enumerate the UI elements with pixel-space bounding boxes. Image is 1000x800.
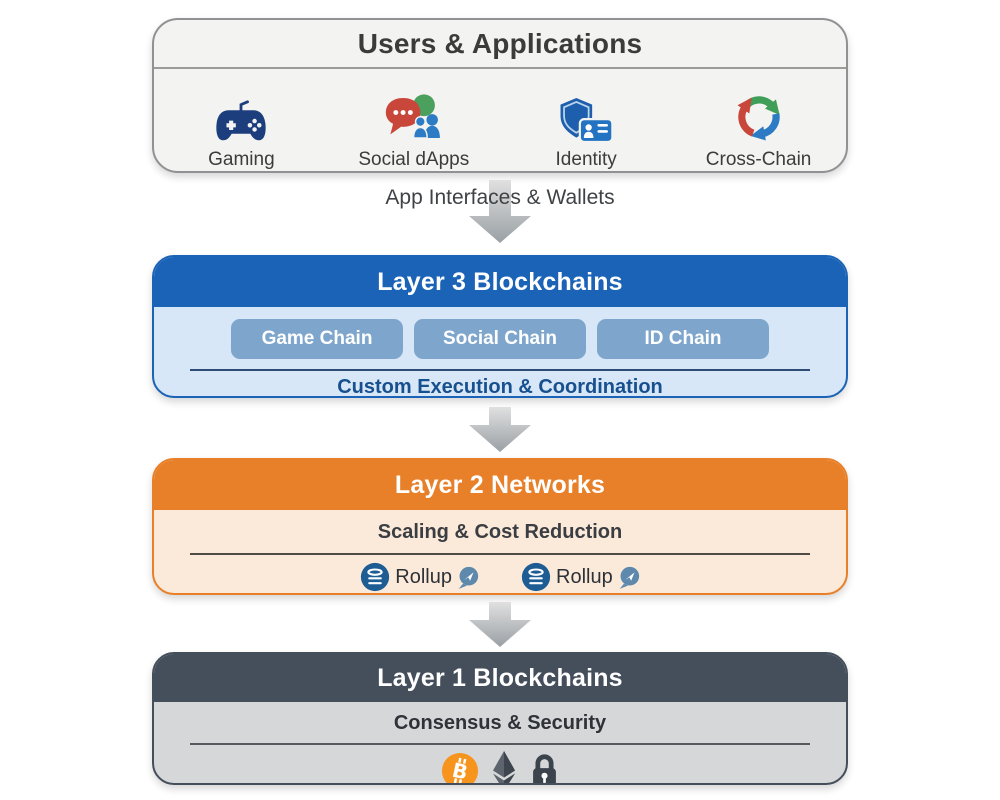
layer3-chip-row: Game Chain Social Chain ID Chain — [154, 319, 846, 359]
down-arrow-icon — [0, 602, 1000, 648]
rollup-item: Rollup — [360, 562, 479, 592]
users-icon-row: Gaming Social dApps — [154, 69, 846, 171]
layer3-title: Layer 3 Blockchains — [154, 257, 846, 307]
rollup-send-icon — [618, 565, 640, 589]
chip-social-chain: Social Chain — [414, 319, 586, 359]
layer1-title: Layer 1 Blockchains — [154, 654, 846, 702]
layer1-box: Layer 1 Blockchains Consensus & Security… — [152, 652, 848, 785]
users-item-label: Cross-Chain — [705, 149, 812, 170]
users-item-gaming: Gaming — [156, 84, 326, 171]
identity-shield-icon — [557, 84, 615, 144]
rollup-stack-icon — [360, 562, 390, 592]
layer3-box: Layer 3 Blockchains Game Chain Social Ch… — [152, 255, 848, 398]
chip-id-chain: ID Chain — [597, 319, 769, 359]
bitcoin-icon: B — [441, 752, 479, 785]
rollup-label: Rollup — [556, 565, 613, 588]
down-arrow-icon — [0, 407, 1000, 453]
layer2-box: Layer 2 Networks Scaling & Cost Reductio… — [152, 458, 848, 595]
users-item-social-dapps: Social dApps — [329, 84, 499, 171]
down-arrow-icon — [0, 180, 1000, 244]
gamepad-icon — [210, 84, 272, 144]
rollup-stack-icon — [521, 562, 551, 592]
users-item-label: Gaming — [208, 149, 275, 170]
layer3-caption: Custom Execution & Coordination — [337, 376, 663, 398]
lock-icon — [529, 752, 560, 783]
users-item-label: Identity — [555, 149, 617, 170]
rollup-send-icon — [457, 565, 479, 589]
ethereum-icon — [491, 750, 517, 783]
users-applications-title: Users & Applications — [154, 20, 846, 69]
layer3-divider — [190, 369, 810, 371]
rollup-item: Rollup — [521, 562, 640, 592]
users-item-cross-chain: Cross-Chain — [674, 84, 844, 171]
users-item-label: Social dApps — [358, 149, 470, 170]
layer1-icon-row: B — [154, 750, 846, 785]
users-item-identity: Identity — [501, 84, 671, 171]
cross-chain-cycle-icon — [732, 84, 786, 144]
layer1-divider — [190, 743, 810, 745]
users-applications-box: Users & Applications Gaming — [152, 18, 848, 173]
connector-label: App Interfaces & Wallets — [385, 186, 615, 209]
social-dapps-icon — [384, 84, 444, 144]
svg-text:B: B — [450, 758, 470, 785]
rollup-label: Rollup — [395, 565, 452, 588]
layer2-title: Layer 2 Networks — [154, 460, 846, 510]
layer2-caption: Scaling & Cost Reduction — [377, 521, 623, 543]
rollup-row: Rollup Rollup — [154, 562, 846, 592]
chip-game-chain: Game Chain — [231, 319, 403, 359]
layer2-divider — [190, 553, 810, 555]
layer1-caption: Consensus & Security — [393, 712, 607, 734]
